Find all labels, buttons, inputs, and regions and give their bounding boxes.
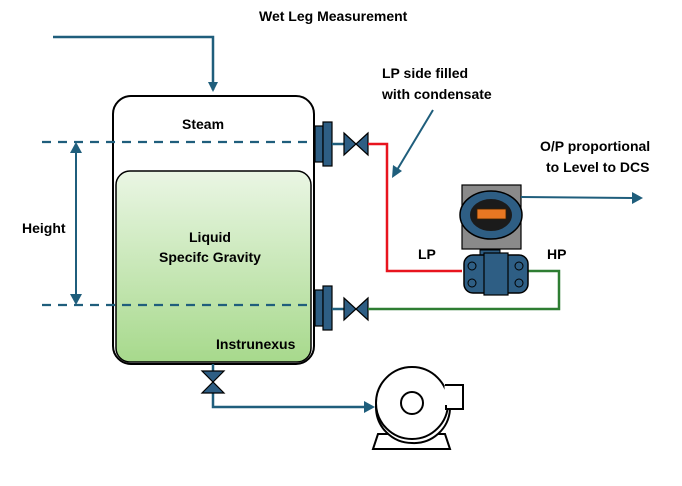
watermark-label: Instrunexus [216, 336, 296, 352]
diagram-title: Wet Leg Measurement [259, 8, 408, 24]
liquid-label: Liquid [189, 229, 231, 245]
lp-note-line2: with condensate [382, 86, 492, 102]
height-dimension-arrow [70, 142, 82, 305]
gate-valve-icon [200, 370, 226, 394]
centrifugal-pump-icon [371, 366, 464, 450]
bottom-nozzle [314, 285, 344, 331]
hp-impulse-line [368, 269, 561, 311]
hp-port-label: HP [547, 246, 567, 262]
dashed-reference-lines [42, 140, 312, 307]
lp-impulse-line [368, 142, 462, 273]
output-note-line1: O/P proportional [540, 138, 651, 154]
gate-valve-icon [343, 296, 369, 322]
output-note-line2: to Level to DCS [546, 159, 650, 175]
top-nozzle [314, 121, 344, 167]
steam-label: Steam [182, 116, 225, 132]
specific-gravity-label: Specifc Gravity [159, 249, 261, 265]
liquid-zone [115, 170, 312, 363]
lp-port-label: LP [418, 246, 436, 262]
drain-line [211, 364, 375, 413]
steam-inlet-line [53, 35, 218, 92]
gate-valve-icon [343, 131, 369, 157]
lp-note-line1: LP side filled [382, 65, 469, 81]
lp-note-arrow [392, 109, 434, 178]
dp-transmitter-icon [459, 184, 529, 296]
output-signal-arrow [520, 192, 643, 204]
height-label: Height [22, 220, 66, 236]
